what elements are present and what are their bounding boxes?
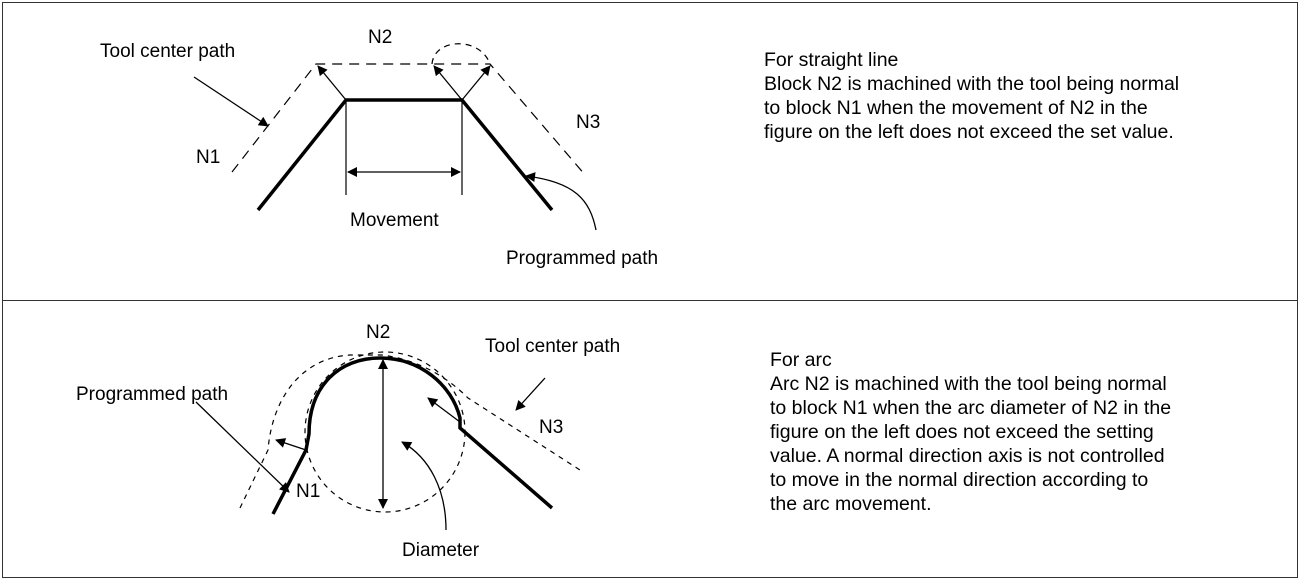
description-line: to block N1 when the arc diameter of N2 … bbox=[770, 397, 1172, 419]
label-tool-center-path: Tool center path bbox=[100, 41, 235, 62]
description-line: figure on the left does not exceed the s… bbox=[764, 121, 1174, 143]
normal-arrow-1 bbox=[317, 65, 347, 101]
straight-programmed-path bbox=[256, 98, 554, 212]
label-n2: N2 bbox=[368, 27, 392, 48]
section-divider bbox=[2, 300, 1298, 301]
normal-arrow-2 bbox=[433, 65, 463, 101]
programmed-path-leader bbox=[525, 172, 597, 231]
description-line: value. A normal direction axis is not co… bbox=[770, 445, 1165, 467]
label-n3: N3 bbox=[576, 112, 600, 133]
normal-arrow-3 bbox=[461, 65, 491, 101]
straight-line-figure: Tool center path N2 N1 N3 Movement Progr… bbox=[100, 27, 658, 269]
arc-tool-center-path bbox=[239, 354, 581, 509]
description-line: Block N2 is machined with the tool being… bbox=[764, 73, 1180, 95]
arc-label-diameter: Diameter bbox=[402, 540, 480, 561]
straight-corner-arc bbox=[431, 43, 491, 65]
diameter-circle bbox=[304, 351, 466, 513]
description-line: the arc movement. bbox=[770, 493, 932, 515]
arc-normal-arrow-2 bbox=[427, 397, 461, 423]
arc-label-tool-center-path: Tool center path bbox=[485, 336, 620, 357]
label-programmed-path: Programmed path bbox=[506, 248, 658, 269]
arc-label-n3: N3 bbox=[539, 417, 563, 438]
arc-programmed-path bbox=[271, 356, 554, 515]
arc-label-n2: N2 bbox=[366, 322, 390, 343]
arc-label-n1: N1 bbox=[296, 481, 320, 502]
diameter-leader bbox=[401, 441, 447, 531]
description-line: For straight line bbox=[764, 49, 899, 71]
arc-tool-center-leader bbox=[515, 377, 546, 411]
arc-description: For arc Arc N2 is machined with the tool… bbox=[770, 348, 1171, 516]
straight-line-description: For straight line Block N2 is machined w… bbox=[764, 48, 1179, 144]
tool-center-leader bbox=[193, 76, 269, 127]
arc-programmed-path-leader bbox=[195, 401, 290, 493]
description-line: Arc N2 is machined with the tool being n… bbox=[770, 373, 1167, 395]
arc-figure: N2 Tool center path Programmed path N3 N… bbox=[76, 322, 620, 561]
arc-label-programmed-path: Programmed path bbox=[76, 384, 228, 405]
description-line: For arc bbox=[770, 349, 832, 371]
description-line: to block N1 when the movement of N2 in t… bbox=[764, 97, 1148, 119]
label-movement: Movement bbox=[350, 210, 439, 231]
description-line: figure on the left does not exceed the s… bbox=[770, 421, 1154, 443]
description-line: to move in the normal direction accordin… bbox=[770, 469, 1149, 491]
label-n1: N1 bbox=[196, 147, 220, 168]
arc-normal-arrow-1 bbox=[275, 438, 307, 451]
straight-tool-center-path bbox=[231, 63, 587, 177]
